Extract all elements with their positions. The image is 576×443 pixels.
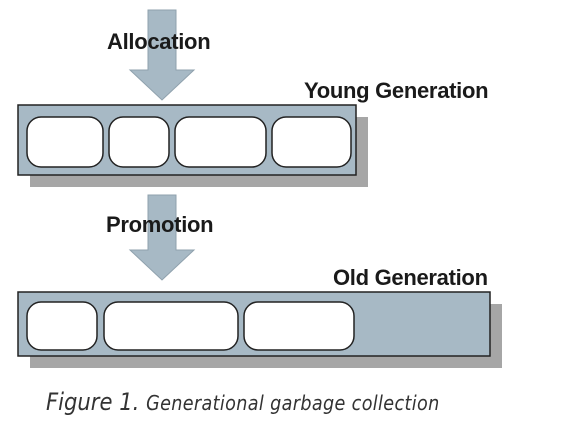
promotion-arrow [128,194,196,281]
young-object-4 [271,116,352,168]
old-generation-label: Old Generation [333,265,488,290]
young-object-2 [108,116,170,168]
old-object-2 [103,301,239,351]
allocation-arrow [128,9,196,101]
old-object-3 [243,301,355,351]
figure-caption-text: Generational garbage collection [146,391,440,415]
young-object-1 [26,116,104,168]
allocation-label: Allocation [107,29,211,54]
young-generation-label: Young Generation [304,78,489,103]
figure-number: Figure 1. [46,388,140,416]
promotion-label: Promotion [106,212,214,237]
figure-caption: Figure 1. Generational garbage collectio… [46,388,440,416]
old-object-1 [26,301,98,351]
young-object-3 [174,116,267,168]
